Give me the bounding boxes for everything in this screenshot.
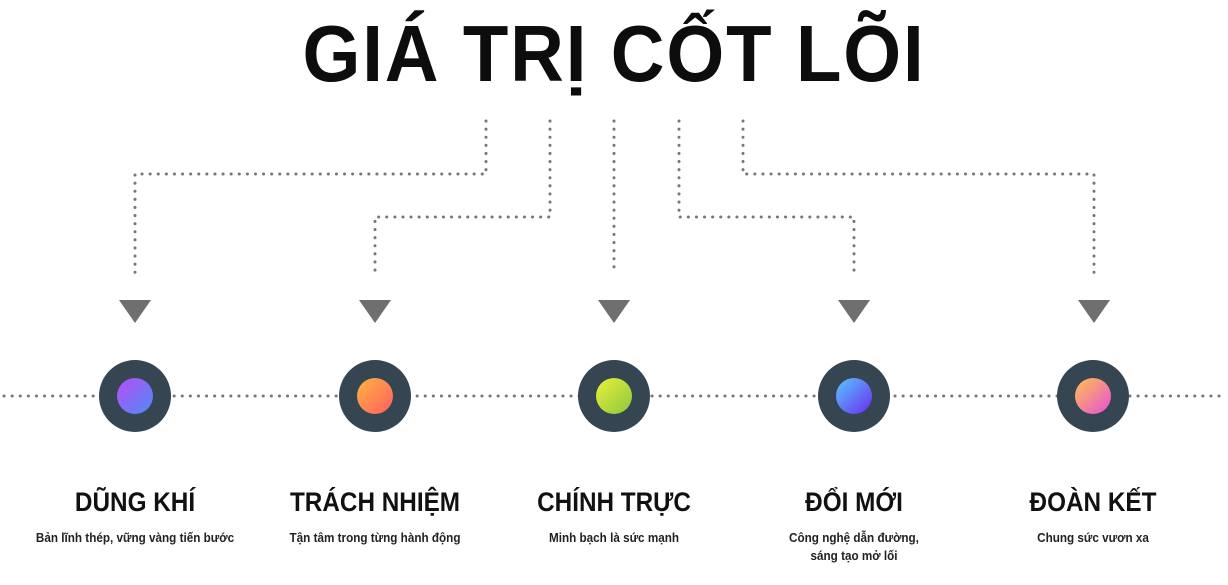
value-desc-doi-moi: Công nghệ dẫn đường, sáng tạo mở lối <box>789 530 919 563</box>
arrow-doan-ket <box>1078 300 1110 323</box>
node-doi-moi <box>818 360 890 432</box>
arrow-dung-khi <box>119 300 151 323</box>
value-desc-dung-khi: Bản lĩnh thép, vững vàng tiến bước <box>35 530 235 545</box>
node-doan-ket <box>1057 360 1129 432</box>
value-desc-trach-nhiem: Tận tâm trong từng hành động <box>289 530 461 545</box>
node-dot <box>117 378 153 414</box>
connector-doi-moi <box>677 119 856 275</box>
node-dot <box>836 378 872 414</box>
connector-trach-nhiem <box>373 119 552 275</box>
arrow-chinh-truc <box>598 300 630 323</box>
value-title-trach-nhiem: TRÁCH NHIỆM <box>289 487 461 517</box>
node-dung-khi <box>99 360 171 432</box>
value-desc-chinh-truc: Minh bạch là sức mạnh <box>548 530 680 545</box>
arrow-group <box>119 300 1110 323</box>
arrow-doi-moi <box>838 300 870 323</box>
page-title: GIÁ TRỊ CỐT LÕI <box>302 9 926 98</box>
connector-group <box>2 119 1228 398</box>
value-title-dung-khi: DŨNG KHÍ <box>74 487 196 517</box>
connector-dung-khi <box>133 119 488 275</box>
value-title-chinh-truc: CHÍNH TRỰC <box>537 487 691 517</box>
value-title-doi-moi: ĐỔI MỚI <box>805 487 903 517</box>
value-desc-doan-ket: Chung sức vươn xa <box>1037 530 1149 545</box>
node-dot <box>357 378 393 414</box>
node-trach-nhiem <box>339 360 411 432</box>
node-dot <box>596 378 632 414</box>
arrow-trach-nhiem <box>359 300 391 323</box>
value-title-doan-ket: ĐOÀN KẾT <box>1029 487 1157 517</box>
connector-doan-ket <box>741 119 1096 275</box>
node-chinh-truc <box>578 360 650 432</box>
node-dot <box>1075 378 1111 414</box>
